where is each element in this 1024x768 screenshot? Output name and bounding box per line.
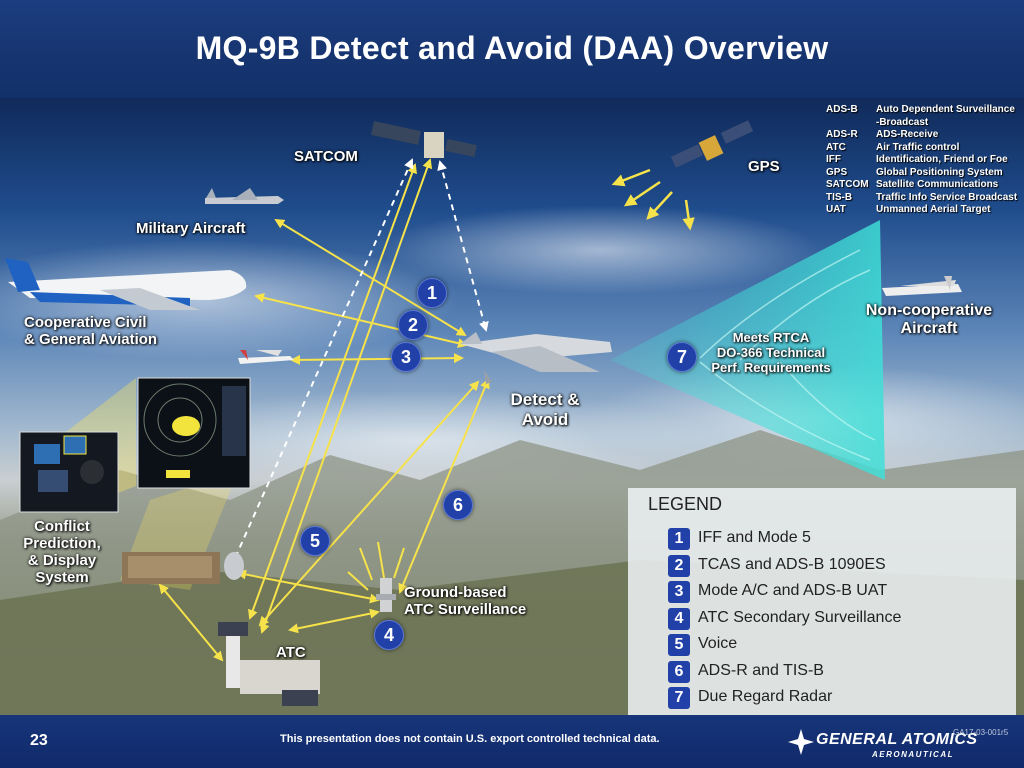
legend-item-text: ADS-R and TIS-B — [698, 661, 824, 679]
footer-bar: 23 This presentation does not contain U.… — [0, 715, 1024, 768]
abbreviation-row: SATCOM Satellite Communications — [826, 179, 1024, 192]
legend-panel: LEGEND 1 IFF and Mode 5 2 TCAS and ADS-B 10… — [628, 488, 1016, 716]
ground-control-station-icon — [122, 552, 244, 584]
abbreviation-row: -Broadcast — [826, 117, 1024, 130]
abbreviation-code: ADS-R — [826, 129, 858, 140]
legend-item-number: 5 — [668, 634, 690, 656]
cooperative-label-line2: & General Aviation — [24, 331, 158, 348]
badge-5: 5 — [300, 526, 330, 556]
legend-item-number: 6 — [668, 660, 690, 683]
abbreviation-code: ADS-B — [826, 104, 858, 115]
civil-aircraft-icon — [238, 350, 294, 364]
abbreviation-definition: Satellite Communications — [876, 179, 999, 190]
legend-item-text: TCAS and ADS-B 1090ES — [698, 555, 886, 573]
cooperative-label-line1: Cooperative Civil — [24, 314, 147, 331]
abbreviation-row: UAT Unmanned Aerial Target — [826, 204, 1024, 217]
abbreviation-definition: Auto Dependent Surveillance — [876, 104, 1015, 115]
abbreviation-definition: -Broadcast — [876, 116, 929, 128]
atc-tower-icon — [218, 622, 320, 706]
conflict-label-line1: Conflict — [34, 518, 90, 535]
abbreviation-code: GPS — [826, 166, 848, 178]
abbreviation-row: ADS-B Auto Dependent Surveillance — [826, 104, 1024, 117]
slide-title: MQ-9B Detect and Avoid (DAA) Overview — [195, 30, 829, 66]
badge-2: 2 — [398, 310, 428, 340]
abbreviation-definition: Air Traffic control — [876, 141, 960, 153]
satcom-satellite-icon — [371, 121, 477, 158]
noncoop-label: Non-cooperative Aircraft — [842, 302, 1016, 338]
abbreviation-code — [826, 117, 876, 130]
badge-7: 7 — [667, 342, 697, 372]
legend-item-text: Due Regard Radar — [698, 688, 833, 705]
satcom-label: SATCOM — [294, 148, 358, 165]
abbreviation-code: UAT — [826, 204, 846, 215]
ground-atc-label: Ground-based ATC Surveillance — [404, 584, 526, 618]
legend-item-number: 1 — [668, 528, 690, 550]
abbreviation-row: TIS-B Traffic Info Service Broadcast — [826, 192, 1024, 205]
abbreviation-definition: Unmanned Aerial Target — [876, 204, 991, 215]
detect-avoid-label: Detect & Avoid — [508, 390, 582, 430]
legend-item-text: Voice — [698, 635, 738, 652]
gps-label: GPS — [748, 158, 780, 175]
brand-name: GENERAL ATOMICS — [816, 731, 978, 748]
rtca-label-line3: Perf. Requirements — [711, 360, 831, 375]
abbreviation-definition: Identification, Friend or Foe — [876, 154, 1008, 165]
conflict-prediction-label: Conflict Prediction, & Display System — [14, 518, 110, 586]
abbreviation-row: IFF Identification, Friend or Foe — [826, 154, 1024, 167]
badge-3: 3 — [391, 342, 421, 372]
detect-avoid-label-line1: Detect & — [510, 390, 580, 409]
military-aircraft-label: Military Aircraft — [136, 220, 246, 237]
military-aircraft-icon — [205, 188, 284, 204]
abbreviation-row: ADS-R ADS-Receive — [826, 129, 1024, 142]
abbreviation-code: SATCOM — [826, 179, 869, 190]
noncoop-label-line1: Non-cooperative — [865, 302, 993, 319]
rtca-label-line2: DO-366 Technical — [716, 345, 826, 360]
abbreviations-list: ADS-B Auto Dependent Surveillance-Broadca… — [826, 104, 1024, 217]
gps-satellite-icon — [670, 120, 754, 168]
abbreviation-definition: ADS-Receive — [876, 129, 939, 140]
cooperative-label: Cooperative Civil & General Aviation — [24, 314, 157, 348]
legend-item-number: 4 — [668, 607, 690, 630]
ground-surveillance-antenna-icon — [376, 578, 396, 612]
cooperative-airliner-icon — [5, 258, 247, 310]
abbreviation-code: ATC — [826, 141, 846, 153]
legend-item-number: 7 — [668, 687, 690, 709]
conflict-label-line3: & Display — [27, 552, 97, 569]
legend-item-number: 3 — [668, 581, 690, 603]
legend-item-number: 2 — [668, 554, 690, 577]
abbreviation-definition: Global Positioning System — [876, 166, 1003, 178]
abbreviation-row: ATC Air Traffic control — [826, 142, 1024, 155]
abbreviation-definition: Traffic Info Service Broadcast — [876, 191, 1018, 203]
conflict-label-line4: System — [35, 569, 89, 586]
mq9b-aircraft-icon — [460, 332, 612, 384]
document-number: GA17-03-001r5 — [953, 728, 1009, 737]
legend-item-text: ATC Secondary Surveillance — [698, 608, 902, 626]
ground-label-line1: Ground-based — [404, 584, 507, 601]
abbreviation-code: TIS-B — [826, 191, 853, 203]
legend-title: LEGEND — [648, 494, 723, 514]
page-number: 23 — [30, 732, 48, 749]
atc-label: ATC — [276, 644, 306, 661]
gps-signal-arrows — [611, 168, 695, 231]
badge-6: 6 — [443, 490, 473, 520]
brand-subtitle: AERONAUTICAL — [872, 750, 954, 759]
badge-1: 1 — [417, 278, 447, 308]
badge-4: 4 — [374, 620, 404, 650]
rtca-label-line1: Meets RTCA — [732, 330, 810, 345]
radar-beam — [610, 220, 885, 480]
abbreviation-code: IFF — [826, 154, 841, 165]
noncoop-label-line2: Aircraft — [900, 320, 958, 337]
compass-star-icon — [788, 729, 814, 755]
rtca-label: Meets RTCA DO-366 Technical Perf. Requir… — [708, 330, 834, 375]
abbreviation-row: GPS Global Positioning System — [826, 167, 1024, 180]
ground-label-line2: ATC Surveillance — [404, 601, 527, 618]
satcom-dashed-links — [230, 158, 489, 567]
title-bar: MQ-9B Detect and Avoid (DAA) Overview — [0, 0, 1024, 98]
legend-item-text: Mode A/C and ADS-B UAT — [698, 582, 888, 599]
conflict-label-line2: Prediction, — [23, 535, 101, 552]
export-disclaimer: This presentation does not contain U.S. … — [280, 733, 660, 745]
detect-avoid-label-line2: Avoid — [521, 410, 569, 429]
non-cooperative-aircraft-icon — [882, 276, 962, 296]
legend-item-text: IFF and Mode 5 — [698, 529, 811, 546]
